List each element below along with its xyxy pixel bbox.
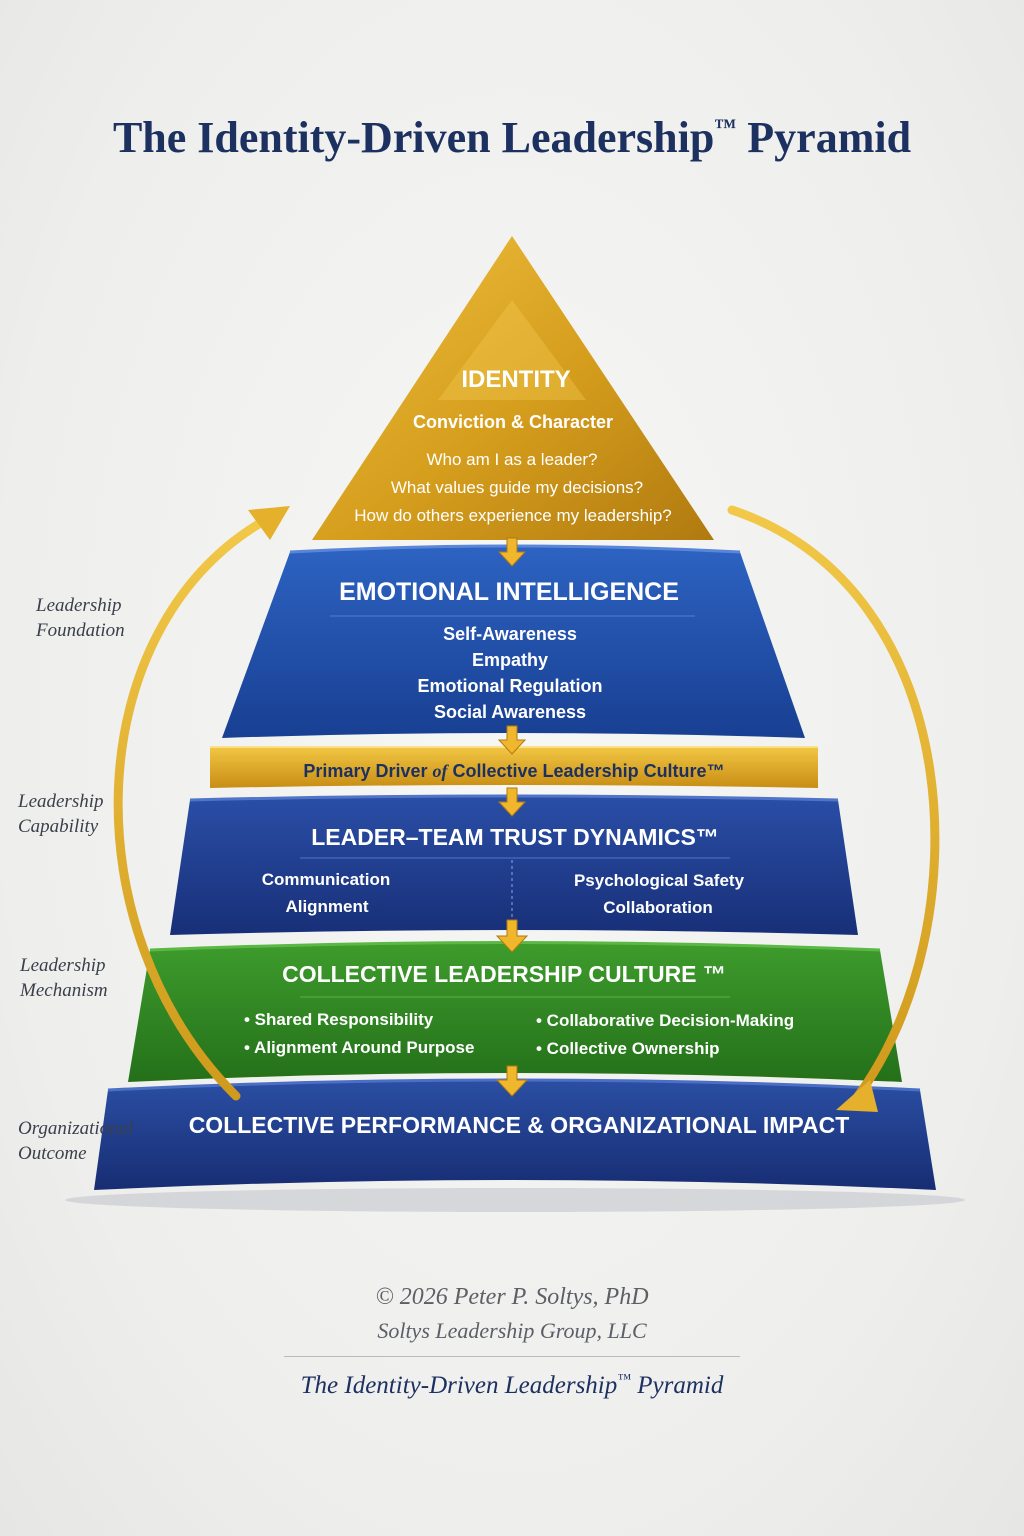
ei-item: Self-Awareness [443,624,577,644]
identity-subheading: Conviction & Character [413,412,613,432]
culture-left-item: • Shared Responsibility [244,1010,434,1029]
trust-left-item: Alignment [285,897,368,916]
down-arrow-icon [495,919,529,953]
culture-right-item: • Collective Ownership [536,1039,720,1058]
trust-left-item: Communication [262,870,390,889]
culture-left-item: • Alignment Around Purpose [244,1038,474,1057]
right-arc-arrowhead-icon [836,1080,878,1112]
tier-performance-shape [94,1080,936,1190]
down-arrow-icon [497,787,527,817]
ei-item: Social Awareness [434,702,586,722]
footer-copyright: © 2026 Peter P. Soltys, PhD [375,1284,649,1310]
footer-company: Soltys Leadership Group, LLC [377,1318,647,1343]
right-feedback-arc [727,505,940,1101]
tier-ei-shape [222,546,805,738]
side-label-outcome: Organizational Outcome [18,1118,134,1164]
ground-shadow [65,1188,965,1212]
tier-identity-shape [312,236,714,540]
down-arrow-icon [497,537,527,567]
tier-culture-shape [128,942,902,1082]
side-label-mechanism: Leadership Mechanism [20,955,108,1001]
footer-tagline: The Identity-Driven Leadership™ Pyramid [300,1372,724,1399]
ei-item: Empathy [472,650,548,670]
culture-right-item: • Collaborative Decision-Making [536,1011,794,1030]
driver-band-text: Primary Driver of Collective Leadership … [303,761,724,781]
trust-right-item: Collaboration [603,898,713,917]
side-label-foundation: Leadership Foundation [36,595,125,641]
ei-heading: EMOTIONAL INTELLIGENCE [339,578,679,606]
page-title: The Identity-Driven Leadership™ Pyramid [112,113,912,162]
footer-divider [284,1356,740,1357]
side-label-capability: Leadership Capability [18,791,104,837]
trust-heading: LEADER–TEAM TRUST DYNAMICS™ [311,824,719,850]
ei-item: Emotional Regulation [417,676,602,696]
left-arc-arrowhead-icon [248,506,290,540]
down-arrow-icon [497,725,527,755]
identity-question: How do others experience my leadership? [354,506,672,525]
performance-heading: COLLECTIVE PERFORMANCE & ORGANIZATIONAL … [189,1112,850,1138]
identity-heading: IDENTITY [461,366,570,393]
identity-question: What values guide my decisions? [391,478,643,497]
culture-heading: COLLECTIVE LEADERSHIP CULTURE ™ [282,961,726,987]
down-arrows [495,537,529,1097]
down-arrow-icon [495,1065,529,1097]
tier-identity-inner-bevel [438,300,586,400]
tier-trust-shape [170,796,858,935]
trust-right-item: Psychological Safety [574,871,745,890]
left-feedback-arc [113,517,267,1101]
driver-band-shape [210,746,818,788]
identity-question: Who am I as a leader? [426,450,597,469]
